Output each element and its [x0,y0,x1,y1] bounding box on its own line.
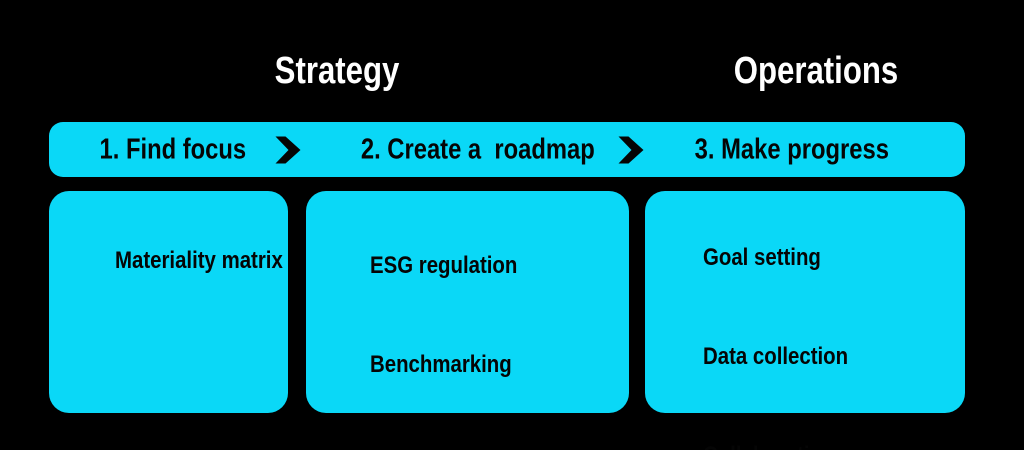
card-make-progress: Goal setting Data collection Collaborati… [645,191,965,450]
card-create-roadmap: ESG regulation Benchmarking Strategy and… [306,191,629,413]
step-create-roadmap: 2. Create a roadmap [287,106,621,193]
card-item: Materiality matrix [115,247,283,274]
column-header-strategy: Strategy [261,52,413,90]
card-item: Data collection [703,343,849,370]
step-make-progress: 3. Make progress [625,106,910,193]
step-label: 3. Make progress [695,133,890,165]
column-header-label: Operations [733,50,899,92]
card-item: Benchmarking [370,351,512,378]
card-find-focus: Materiality matrix [49,191,288,413]
chevron-right-icon [618,136,644,163]
card-item: ESG regulation [370,252,518,279]
step-find-focus: 1. Find focus [35,106,262,193]
chevron-right-icon [275,136,301,163]
step-label: 1. Find focus [99,133,247,165]
step-label: 2. Create a roadmap [361,133,596,165]
process-step-bar: 1. Find focus 2. Create a roadmap 3. Mak… [49,122,965,177]
column-header-operations: Operations [716,52,917,90]
card-item: Goal setting [703,244,821,271]
card-item: Strategy and positioning [330,414,619,450]
column-header-label: Strategy [274,50,400,92]
card-item: Collaboration [663,406,955,450]
